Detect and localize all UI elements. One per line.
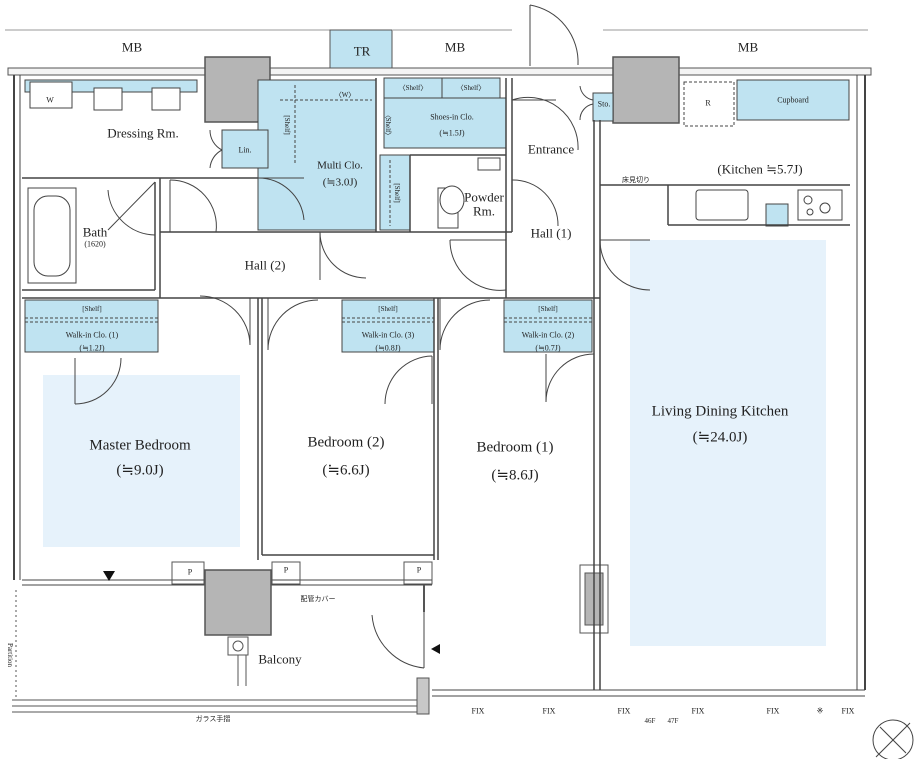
bedroom2-area: (≒6.6J) bbox=[322, 462, 370, 479]
fixtures bbox=[27, 81, 843, 284]
bedroom1-area: (≒8.6J) bbox=[491, 467, 539, 484]
bedroom1-label: Bedroom (1) bbox=[476, 439, 554, 456]
fix-label-6: FIX bbox=[841, 706, 855, 716]
wic1-area: (≒1.2J) bbox=[79, 343, 105, 353]
wic1-label: Walk-in Clo. (1) bbox=[65, 330, 119, 340]
door-swings bbox=[74, 4, 651, 669]
pipe-space-2: P bbox=[283, 565, 289, 575]
wic3-area: (≒0.8J) bbox=[375, 343, 401, 353]
powder-room-label-2: Rm. bbox=[472, 203, 496, 219]
balcony-details bbox=[12, 561, 433, 715]
multi-clo-area: (≒3.0J) bbox=[322, 176, 358, 189]
floor-46f-label: 46F bbox=[644, 716, 656, 725]
ldk-label: Living Dining Kitchen bbox=[651, 403, 789, 420]
wic3-shelf: [Shelf] bbox=[378, 304, 398, 313]
refrigerator-label: R bbox=[705, 98, 711, 108]
glass-rail-label: ガラス手摺 bbox=[195, 714, 231, 723]
pipe-space-3: P bbox=[416, 565, 422, 575]
fix-label-4: FIX bbox=[691, 706, 705, 716]
fix-label-1: FIX bbox=[471, 706, 485, 716]
cupboard-label: Cupboard bbox=[777, 95, 809, 105]
tr-label: TR bbox=[353, 43, 371, 59]
hall2-label: Hall (2) bbox=[244, 257, 286, 273]
shaft-balcony bbox=[204, 569, 272, 636]
ldk-area: (≒24.0J) bbox=[692, 429, 748, 446]
fix-label-2: FIX bbox=[542, 706, 556, 716]
floor-47f-label: 47F bbox=[667, 716, 679, 725]
partition-label: Partition bbox=[6, 642, 15, 668]
shoes-shelf-3: 〈Shelf〉 bbox=[384, 110, 393, 140]
mb-label-right: MB bbox=[737, 39, 759, 55]
window-marker-left bbox=[431, 644, 440, 654]
washer-label: W bbox=[46, 95, 54, 105]
fix-label-5: FIX bbox=[766, 706, 780, 716]
pipe-space-1: P bbox=[187, 567, 193, 577]
wic2-area: (≒0.7J) bbox=[535, 343, 561, 353]
interior-walls bbox=[22, 78, 850, 690]
storage-label: Sto. bbox=[597, 99, 611, 109]
shelf-lines bbox=[25, 85, 592, 323]
hall1-label: Hall (1) bbox=[530, 225, 572, 241]
wic3-label: Walk-in Clo. (3) bbox=[361, 330, 415, 340]
bath-size: (1620) bbox=[84, 239, 106, 249]
dressing-room-label: Dressing Rm. bbox=[107, 125, 179, 141]
window-marker-down bbox=[103, 571, 115, 581]
bath-label: Bath bbox=[82, 224, 108, 240]
balcony-label: Balcony bbox=[258, 651, 302, 667]
trash-room-box bbox=[329, 29, 393, 69]
kitchen-label: (Kitchen ≒5.7J) bbox=[717, 161, 803, 177]
linen-label: Lin. bbox=[238, 145, 252, 155]
bedroom2-label: Bedroom (2) bbox=[307, 434, 385, 451]
shaft-right bbox=[612, 56, 680, 124]
powder-shelf: [Shelf] bbox=[393, 183, 402, 203]
wic2-label: Walk-in Clo. (2) bbox=[521, 330, 575, 340]
master-bedroom-area: (≒9.0J) bbox=[116, 462, 164, 479]
wic2-shelf: [Shelf] bbox=[538, 304, 558, 313]
multi-clo-shelf: [Shelf] bbox=[283, 115, 292, 135]
mb-label-left: MB bbox=[121, 39, 143, 55]
powder-room-label-1: Powder bbox=[464, 189, 504, 205]
asterisk-mark: ※ bbox=[816, 706, 824, 716]
multi-clo-label: Multi Clo. bbox=[317, 159, 363, 172]
floor-opening-label: 床見切り bbox=[622, 175, 650, 184]
shoes-shelf-2: 〈Shelf〉 bbox=[456, 83, 486, 92]
pipe-cover-label: 配管カバー bbox=[300, 594, 336, 603]
shoes-shelf-1: 〈Shelf〉 bbox=[398, 83, 428, 92]
shoes-clo-label: Shoes-in Clo. bbox=[430, 112, 474, 122]
compass-icon bbox=[872, 719, 914, 759]
multi-clo-w-tag: 〈W〉 bbox=[334, 90, 356, 99]
master-bedroom-label: Master Bedroom bbox=[89, 437, 191, 454]
shoes-clo-area: (≒1.5J) bbox=[439, 128, 465, 138]
fix-label-3: FIX bbox=[617, 706, 631, 716]
wic1-shelf: [Shelf] bbox=[82, 304, 102, 313]
room-tints bbox=[43, 240, 826, 646]
entrance-label: Entrance bbox=[527, 141, 575, 157]
mb-label-center: MB bbox=[444, 39, 466, 55]
